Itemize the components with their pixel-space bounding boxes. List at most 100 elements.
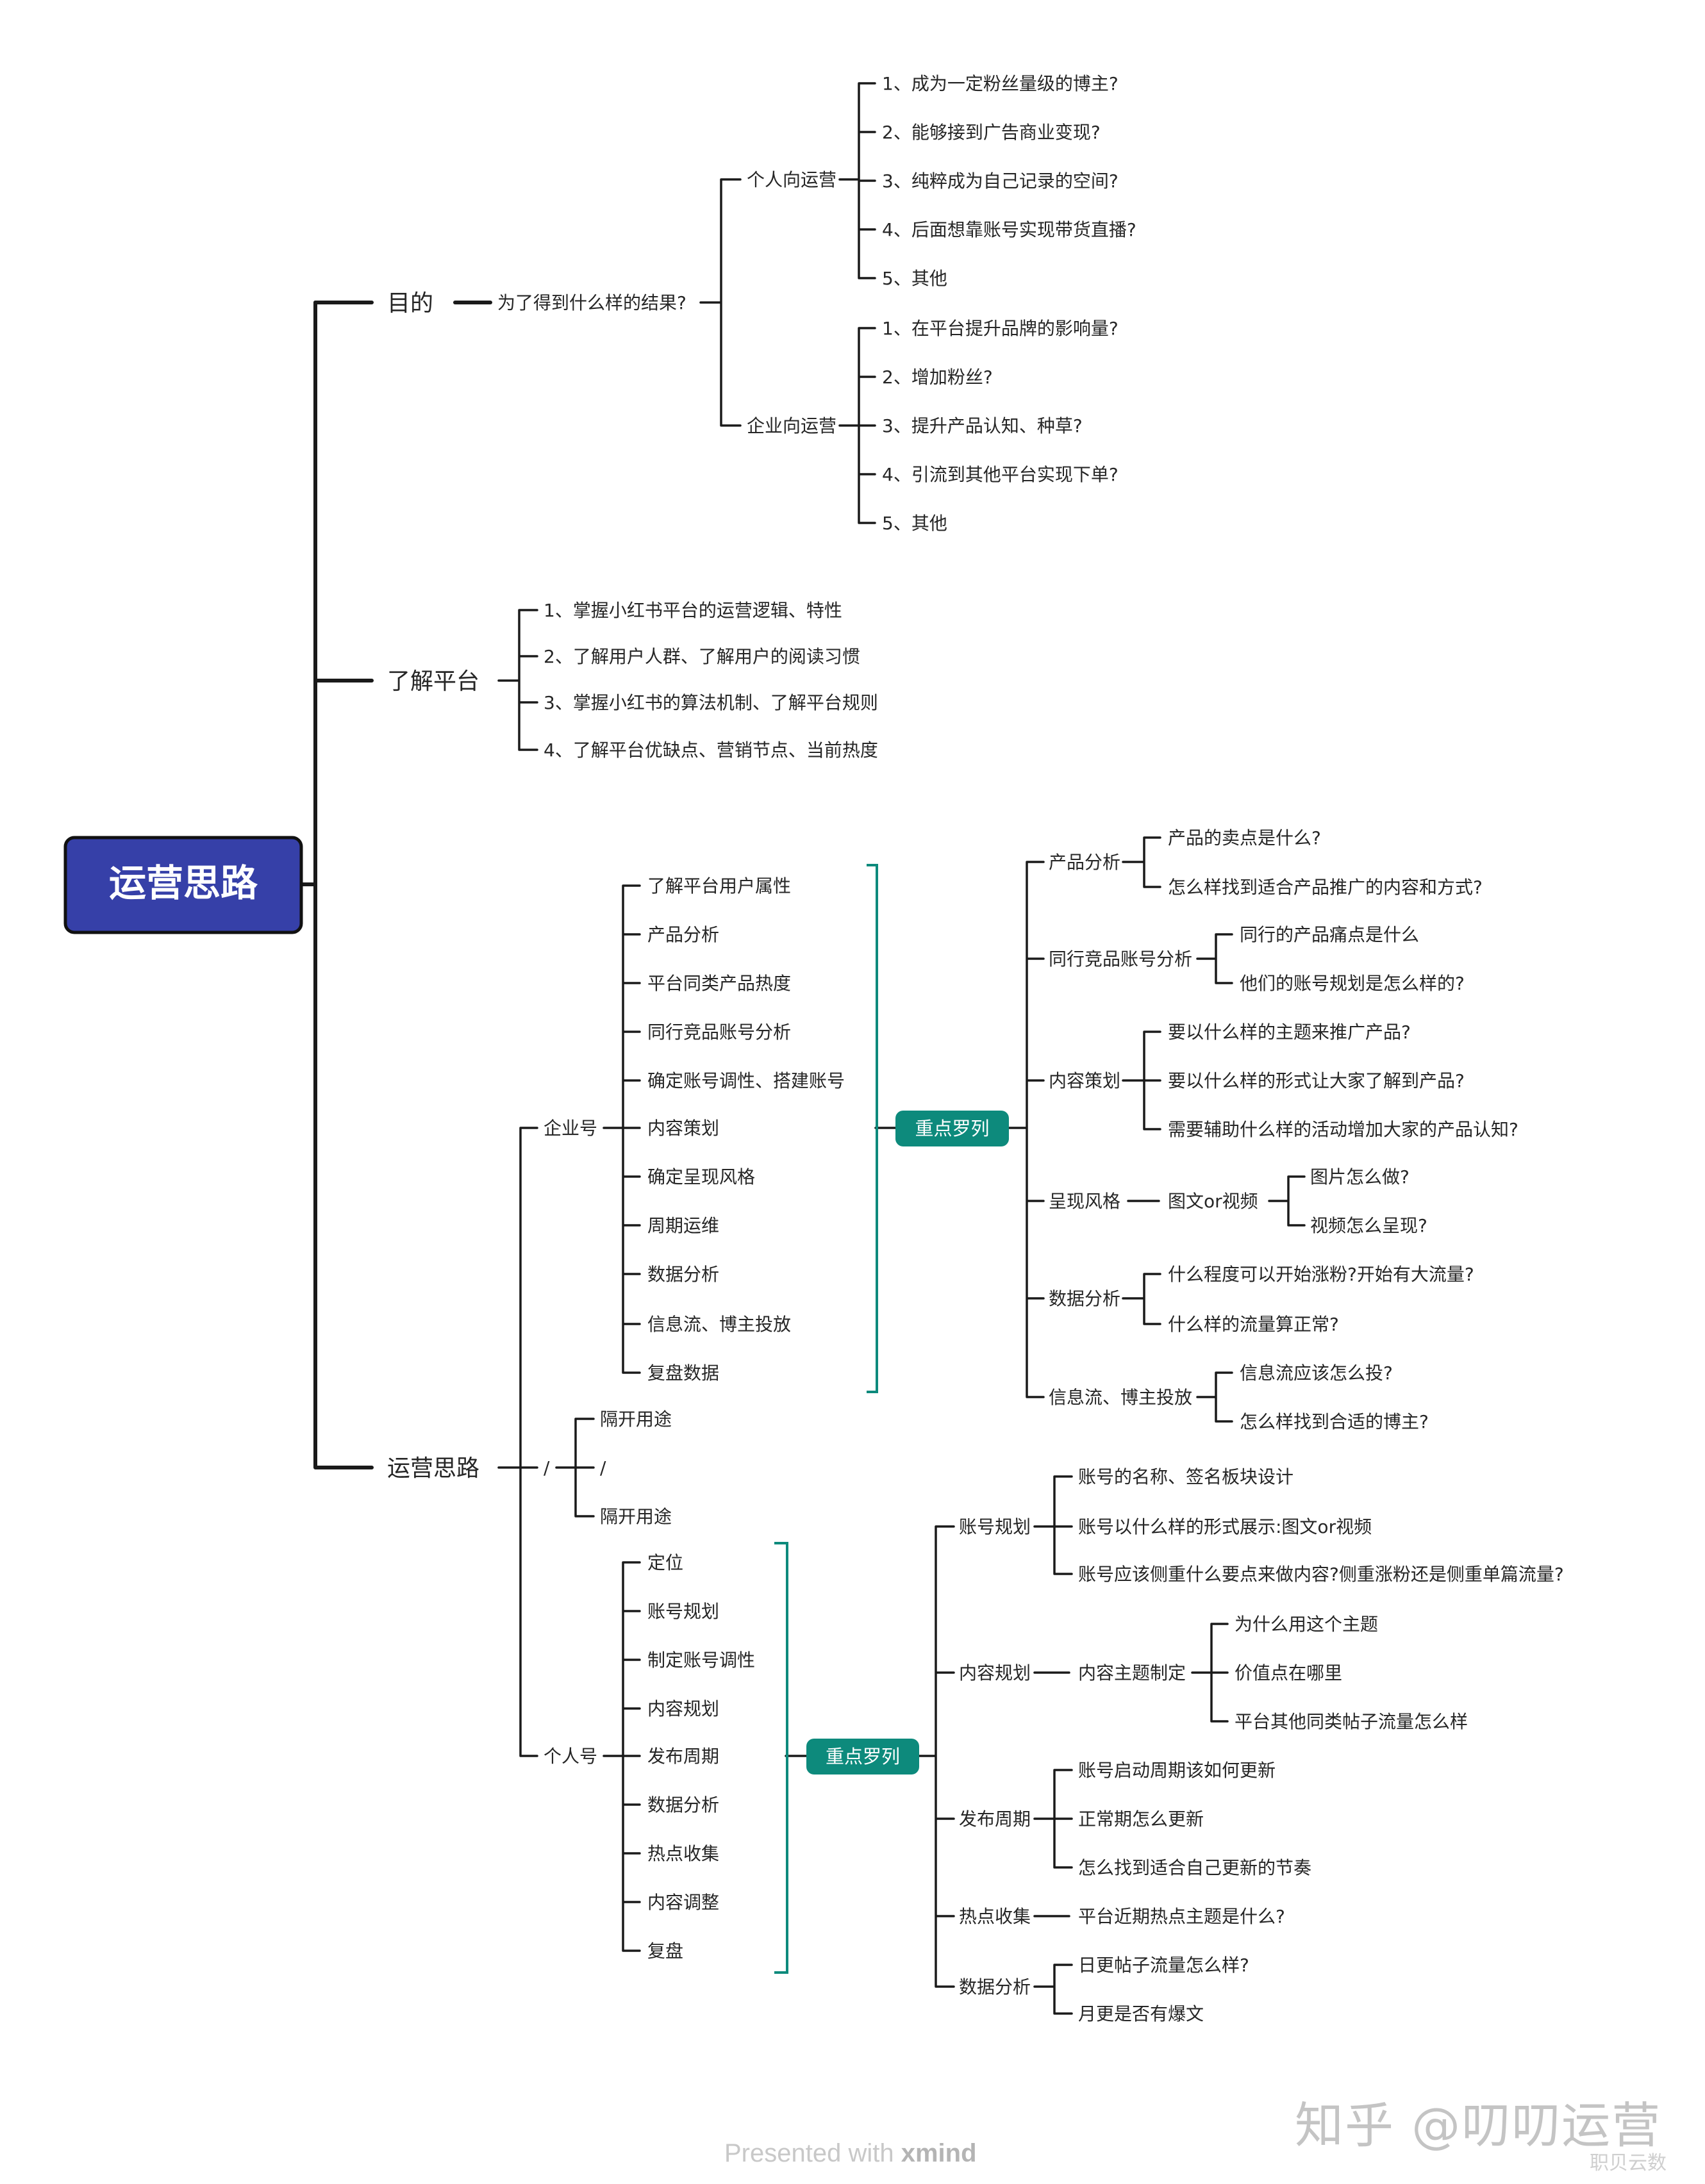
- enterprise-focus-tag-label: 重点罗列: [915, 1118, 989, 1139]
- list-item[interactable]: 复盘: [647, 1940, 683, 1962]
- list-item[interactable]: 怎么样找到适合产品推广的内容和方式?: [1168, 877, 1483, 898]
- list-item[interactable]: 视频怎么呈现?: [1310, 1215, 1427, 1236]
- purpose-question[interactable]: 为了得到什么样的结果?: [497, 292, 686, 313]
- list-item[interactable]: 要以什么样的主题来推广产品?: [1168, 1022, 1411, 1043]
- list-item[interactable]: 他们的账号规划是怎么样的?: [1240, 973, 1465, 994]
- list-item[interactable]: 发布周期: [647, 1746, 719, 1767]
- list-item[interactable]: 产品的卖点是什么?: [1168, 827, 1321, 848]
- list-item[interactable]: 账号规划: [647, 1601, 719, 1622]
- list-item[interactable]: 信息流、博主投放: [647, 1314, 791, 1335]
- focus-subnode[interactable]: 图文or视频: [1168, 1191, 1258, 1212]
- list-item[interactable]: 平台近期热点主题是什么?: [1078, 1906, 1285, 1927]
- platform-fork-line: [497, 609, 538, 751]
- list-item[interactable]: 4、引流到其他平台实现下单?: [882, 464, 1119, 485]
- list-item[interactable]: 需要辅助什么样的活动增加大家的产品认知?: [1168, 1119, 1518, 1140]
- focus-node[interactable]: 热点收集: [959, 1906, 1031, 1927]
- list-item[interactable]: 2、了解用户人群、了解用户的阅读习惯: [544, 646, 860, 667]
- enterprise-purpose-node[interactable]: 企业向运营: [747, 415, 836, 436]
- personal-focus: 账号规划 账号的名称、签名板块设计 账号以什么样的形式展示:图文or视频 账号应…: [959, 1466, 1564, 2024]
- focus-node[interactable]: 产品分析: [1049, 852, 1120, 873]
- focus-node[interactable]: 内容规划: [959, 1662, 1031, 1684]
- per-data-fork: [1033, 1964, 1073, 2015]
- focus-node[interactable]: 账号规划: [959, 1516, 1031, 1537]
- list-item[interactable]: 确定呈现风格: [647, 1166, 755, 1187]
- list-item[interactable]: 要以什么样的形式让大家了解到产品?: [1168, 1070, 1465, 1091]
- list-item[interactable]: 4、了解平台优缺点、营销节点、当前热度: [544, 740, 878, 761]
- personal-steps: 定位 账号规划 制定账号调性 内容规划 发布周期 数据分析 热点收集 内容调整 …: [647, 1552, 755, 1962]
- list-item[interactable]: 数据分析: [647, 1264, 719, 1285]
- list-item[interactable]: 2、增加粉丝?: [882, 367, 993, 388]
- list-item[interactable]: 什么样的流量算正常?: [1168, 1314, 1339, 1335]
- list-item[interactable]: 为什么用这个主题: [1235, 1614, 1378, 1635]
- list-item[interactable]: 账号启动周期该如何更新: [1078, 1760, 1276, 1781]
- divider-fork-line: [555, 1418, 595, 1518]
- list-item[interactable]: 3、提升产品认知、种草?: [882, 415, 1083, 436]
- list-item[interactable]: 账号以什么样的形式展示:图文or视频: [1078, 1516, 1372, 1537]
- list-item[interactable]: 同行的产品痛点是什么: [1240, 924, 1419, 945]
- list-item[interactable]: 2、能够接到广告商业变现?: [882, 122, 1101, 143]
- list-item[interactable]: 数据分析: [647, 1794, 719, 1816]
- footer-brand: xmind: [901, 2139, 977, 2167]
- list-item[interactable]: 正常期怎么更新: [1078, 1808, 1204, 1830]
- enterprise-focus-tag[interactable]: [895, 1111, 1009, 1146]
- list-item[interactable]: 信息流应该怎么投?: [1240, 1362, 1393, 1384]
- ent-data-fork: [1122, 1273, 1161, 1325]
- focus-subnode[interactable]: 内容主题制定: [1078, 1662, 1186, 1684]
- list-item[interactable]: 什么程度可以开始涨粉?开始有大流量?: [1168, 1264, 1474, 1285]
- list-item[interactable]: 定位: [647, 1552, 683, 1573]
- enterprise-steps: 了解平台用户属性 产品分析 平台同类产品热度 同行竞品账号分析 确定账号调性、搭…: [647, 875, 845, 1384]
- list-item[interactable]: 价值点在哪里: [1235, 1662, 1342, 1684]
- list-item[interactable]: 了解平台用户属性: [647, 875, 791, 897]
- list-item[interactable]: 内容调整: [647, 1892, 719, 1913]
- focus-node[interactable]: 内容策划: [1049, 1070, 1120, 1091]
- personal-purpose-fork-line: [838, 82, 876, 279]
- focus-node[interactable]: 同行竞品账号分析: [1049, 948, 1192, 970]
- list-item[interactable]: 5、其他: [882, 513, 947, 534]
- list-item[interactable]: 月更是否有爆文: [1078, 2003, 1204, 2024]
- focus-node[interactable]: 信息流、博主投放: [1049, 1387, 1192, 1408]
- list-item[interactable]: 账号的名称、签名板块设计: [1078, 1466, 1293, 1487]
- divider-slash[interactable]: /: [600, 1457, 606, 1478]
- platform-node[interactable]: 了解平台: [387, 668, 479, 695]
- list-item[interactable]: 3、掌握小红书的算法机制、了解平台规则: [544, 692, 878, 713]
- list-item[interactable]: 5、其他: [882, 268, 947, 289]
- ops-fork-line: [497, 1127, 538, 1757]
- list-item[interactable]: 日更帖子流量怎么样?: [1078, 1955, 1249, 1976]
- purpose-node[interactable]: 目的: [387, 290, 433, 317]
- focus-node[interactable]: 发布周期: [959, 1808, 1031, 1830]
- per-content-fork: [1033, 1623, 1229, 1723]
- platform-items: 1、掌握小红书平台的运营逻辑、特性 2、了解用户人群、了解用户的阅读习惯 3、掌…: [544, 600, 878, 761]
- list-item[interactable]: 确定账号调性、搭建账号: [647, 1070, 845, 1091]
- focus-node[interactable]: 数据分析: [959, 1976, 1031, 1998]
- list-item[interactable]: 平台同类产品热度: [647, 973, 791, 994]
- list-item[interactable]: 制定账号调性: [647, 1650, 755, 1671]
- list-item[interactable]: 同行竞品账号分析: [647, 1022, 791, 1043]
- list-item[interactable]: 周期运维: [647, 1215, 719, 1236]
- list-item[interactable]: 1、成为一定粉丝量级的博主?: [882, 73, 1119, 94]
- list-item[interactable]: 怎么找到适合自己更新的节奏: [1078, 1857, 1311, 1878]
- divider-bottom-label[interactable]: 隔开用途: [600, 1506, 672, 1527]
- enterprise-account-node[interactable]: 企业号: [544, 1118, 597, 1139]
- divider-top-label[interactable]: 隔开用途: [600, 1409, 672, 1430]
- list-item[interactable]: 3、纯粹成为自己记录的空间?: [882, 170, 1119, 192]
- list-item[interactable]: 图片怎么做?: [1310, 1166, 1410, 1187]
- personal-purpose-node[interactable]: 个人向运营: [747, 169, 836, 190]
- focus-node[interactable]: 数据分析: [1049, 1288, 1120, 1309]
- ops-node[interactable]: 运营思路: [387, 1455, 479, 1482]
- list-item[interactable]: 4、后面想靠账号实现带货直播?: [882, 219, 1136, 240]
- list-item[interactable]: 复盘数据: [647, 1362, 719, 1384]
- list-item[interactable]: 产品分析: [647, 924, 719, 945]
- list-item[interactable]: 1、掌握小红书平台的运营逻辑、特性: [544, 600, 842, 621]
- list-item[interactable]: 账号应该侧重什么要点来做内容?侧重涨粉还是侧重单篇流量?: [1078, 1564, 1564, 1585]
- personal-account-node[interactable]: 个人号: [544, 1746, 597, 1767]
- list-item[interactable]: 平台其他同类帖子流量怎么样: [1235, 1711, 1468, 1732]
- personal-focus-tag[interactable]: [806, 1739, 919, 1774]
- root-node[interactable]: [63, 836, 303, 934]
- list-item[interactable]: 怎么样找到合适的博主?: [1240, 1411, 1429, 1432]
- list-item[interactable]: 热点收集: [647, 1843, 719, 1864]
- list-item[interactable]: 内容策划: [647, 1118, 719, 1139]
- divider-slash[interactable]: /: [544, 1457, 550, 1478]
- list-item[interactable]: 内容规划: [647, 1698, 719, 1719]
- list-item[interactable]: 1、在平台提升品牌的影响量?: [882, 318, 1119, 339]
- focus-node[interactable]: 呈现风格: [1049, 1191, 1120, 1212]
